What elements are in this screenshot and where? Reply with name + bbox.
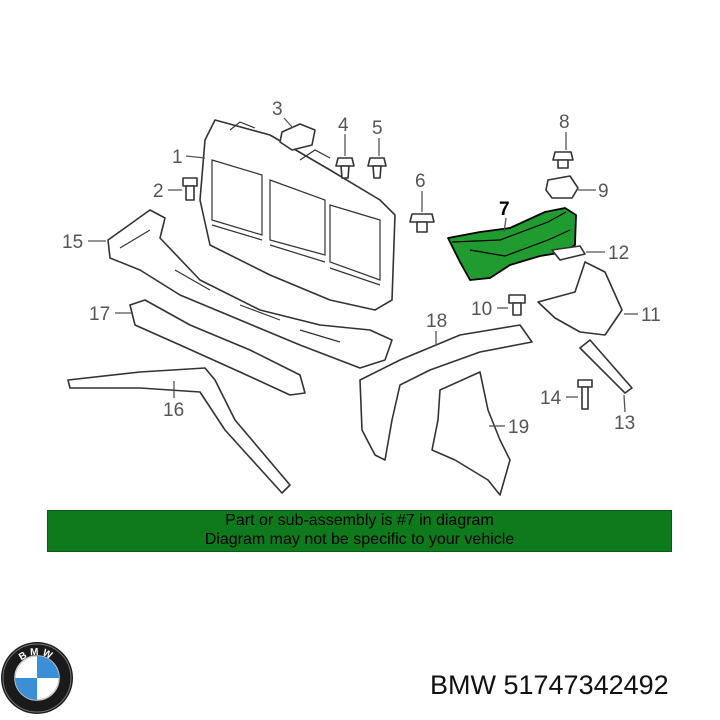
callout-13: 13	[614, 413, 635, 434]
part-5-clip	[367, 157, 387, 179]
part-12-small-bracket	[551, 245, 586, 261]
part-18-side-bracket	[359, 324, 533, 461]
part-11-air-guide	[537, 261, 623, 336]
part-7-duct-edge	[451, 211, 571, 257]
part-10-screw	[508, 294, 526, 316]
part-number-label: BMW 51747342492	[430, 670, 669, 700]
notice-line-2: Diagram may not be specific to your vehi…	[204, 531, 515, 548]
leader-lines	[88, 117, 638, 427]
part-1-grille-carrier	[199, 119, 396, 311]
part-15-upper-cross-member	[107, 209, 393, 369]
part-16-support-strut	[67, 367, 291, 494]
callout-18: 18	[426, 311, 447, 332]
callout-15: 15	[62, 232, 83, 253]
callout-17: 17	[89, 304, 110, 325]
callout-19: 19	[508, 417, 529, 438]
svg-text:BMW: BMW	[17, 647, 56, 663]
callout-12: 12	[608, 243, 629, 264]
callout-6: 6	[415, 171, 426, 192]
part-2-bolt	[182, 177, 198, 201]
callout-16: 16	[163, 400, 184, 421]
callout-4: 4	[338, 115, 349, 136]
part-8-nut	[552, 151, 574, 169]
callout-9: 9	[598, 181, 609, 202]
logo-lettering: BMW	[17, 647, 53, 663]
callout-3: 3	[272, 99, 283, 120]
part-3-bracket	[279, 123, 316, 151]
callout-7: 7	[499, 199, 510, 220]
part-14-bolt	[577, 379, 593, 410]
callout-2: 2	[153, 181, 164, 202]
notice-line-1: Part or sub-assembly is #7 in diagram	[225, 512, 494, 529]
callout-5: 5	[372, 118, 383, 139]
callout-8: 8	[559, 112, 570, 133]
part-4-clip	[335, 157, 355, 179]
part-6-nut	[409, 213, 435, 233]
part-9-clip	[545, 175, 579, 199]
part-13-support-rod	[579, 339, 633, 394]
callout-14: 14	[540, 388, 562, 409]
parts-diagram: 1 2 3 4 5 6 7 8 9 10 11 12 13 14 15 16 1…	[62, 99, 661, 496]
bmw-logo: BMW	[1, 642, 73, 714]
callout-1: 1	[172, 147, 183, 168]
part-19-lower-bracket	[431, 371, 511, 496]
part-17-lower-bar	[129, 299, 306, 396]
diagram-notice-banner: Part or sub-assembly is #7 in diagram Di…	[47, 510, 672, 552]
callout-10: 10	[471, 299, 492, 320]
part-7-air-duct-highlighted	[447, 207, 577, 281]
callout-11: 11	[641, 305, 661, 326]
